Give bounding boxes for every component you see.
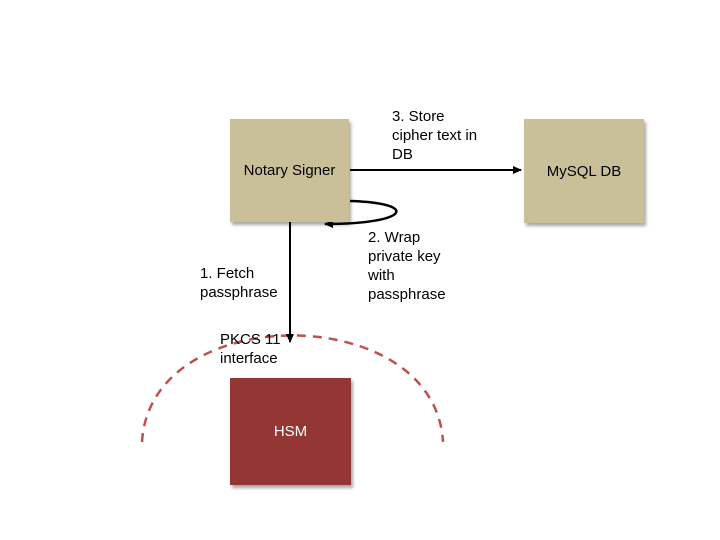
notary-signer-label: Notary Signer [243, 162, 336, 179]
wrap-loop-arrow [324, 199, 398, 228]
wrap-label-line: private key [368, 248, 441, 265]
fetch-edge-label: 1. Fetch passphrase [200, 264, 278, 302]
store-edge-label: 3. Store cipher text in DB [392, 107, 477, 164]
mysql-db-node: MySQL DB [524, 119, 644, 223]
hsm-node: HSM [230, 378, 351, 485]
fetch-label-line: 1. Fetch [200, 265, 255, 282]
wrap-label-line: 2. Wrap [368, 229, 421, 246]
store-label-line: DB [392, 146, 413, 163]
hsm-label: HSM [273, 423, 308, 440]
mysql-db-label: MySQL DB [546, 162, 622, 180]
pkcs-label-line: interface [220, 350, 278, 367]
hsm-boundary-arc [140, 334, 445, 443]
fetch-label-line: passphrase [200, 284, 278, 301]
pkcs-interface-label: PKCS 11 interface [220, 330, 281, 368]
notary-signer-node: Notary Signer [230, 119, 349, 222]
store-label-line: cipher text in [392, 127, 478, 144]
wrap-edge-label: 2. Wrap private key with passphrase [368, 228, 446, 304]
store-label-line: 3. Store [392, 108, 445, 125]
pkcs-label-line: PKCS 11 [220, 331, 281, 348]
wrap-label-line: with [368, 267, 395, 284]
wrap-label-line: passphrase [368, 286, 446, 303]
